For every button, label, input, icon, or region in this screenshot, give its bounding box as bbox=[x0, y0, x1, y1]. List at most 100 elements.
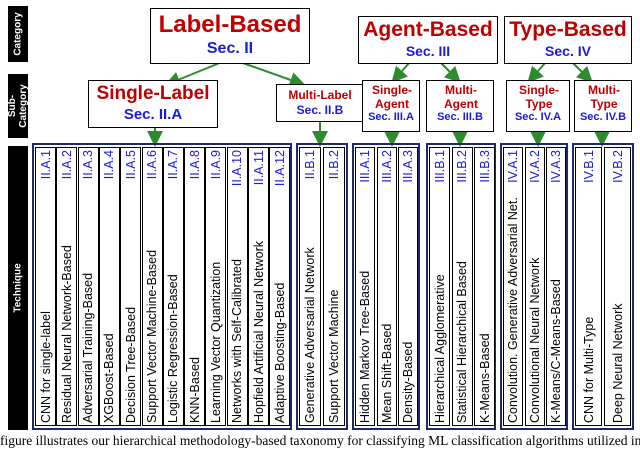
technique-label: Mean Shift-Based bbox=[379, 323, 394, 423]
technique-code: II.A.11 bbox=[251, 150, 266, 186]
technique-label: Convolution. Generative Adversarial Net. bbox=[506, 197, 520, 423]
category-agent-based: Agent-Based Sec. III bbox=[358, 16, 498, 64]
technique-label: Deep Neural Network bbox=[610, 303, 625, 424]
group-multi-type bbox=[572, 143, 634, 430]
subcategory-single-label: Single-Label Sec. II.A bbox=[88, 80, 218, 128]
group-single-type bbox=[500, 143, 568, 430]
technique-label: Hidden Markov Tree-Based bbox=[358, 270, 372, 423]
subcategory-side-label: Sub-Category bbox=[7, 74, 29, 138]
technique-label: Adaptive Boosting-Based bbox=[272, 282, 287, 423]
subcategory-single-agent: Single-Agent Sec. III.A bbox=[362, 80, 420, 132]
technique-code: II.A.5 bbox=[123, 150, 138, 180]
technique-label: XGBoost-Based bbox=[102, 333, 117, 423]
category-side-label: Category bbox=[8, 6, 28, 62]
technique-label: Support Vector Machine-Based bbox=[145, 249, 159, 423]
technique-label: Support Vector Machine bbox=[327, 289, 341, 423]
technique-label: Logistic Regression-Based bbox=[166, 274, 181, 423]
technique-label: K-Means/C-Means-Based bbox=[549, 279, 563, 423]
technique-code: III.A.3 bbox=[401, 150, 415, 183]
technique-code: III.A.1 bbox=[358, 150, 372, 183]
technique-label: CNN for single-label bbox=[38, 311, 53, 423]
technique-code: II.A.12 bbox=[272, 150, 287, 187]
technique-code: III.A.2 bbox=[379, 150, 394, 183]
technique-label: Generative Adversarial Network bbox=[303, 247, 317, 423]
technique-code: II.A.2 bbox=[59, 150, 74, 180]
group-single-agent bbox=[352, 143, 420, 430]
subcategory-multi-agent: Multi-Agent Sec. III.B bbox=[426, 80, 494, 132]
group-multi-label bbox=[296, 143, 348, 430]
technique-code: II.A.3 bbox=[81, 150, 96, 180]
technique-code: II.B.2 bbox=[327, 150, 341, 180]
technique-label: Density-Based bbox=[401, 341, 415, 423]
technique-code: III.B.1 bbox=[432, 150, 447, 183]
technique-label: Decision Tree-Based bbox=[123, 306, 138, 423]
technique-label: Hierarchical Agglomerative bbox=[432, 274, 447, 423]
category-section: Sec. III bbox=[405, 43, 451, 59]
technique-code: II.A.10 bbox=[230, 150, 245, 187]
subcategory-single-type: Single-Type Sec. IV.A bbox=[506, 80, 570, 132]
figure-caption: figure illustrates our hierarchical meth… bbox=[0, 433, 640, 448]
category-title: Label-Based bbox=[158, 11, 302, 38]
group-single-label bbox=[32, 143, 292, 430]
technique-label: KNN-Based bbox=[187, 357, 202, 423]
technique-label: K-Means-Based bbox=[477, 333, 492, 423]
technique-label: CNN for Multi-Type bbox=[581, 316, 596, 423]
technique-code: II.A.9 bbox=[208, 150, 223, 180]
category-type-based: Type-Based Sec. IV bbox=[504, 16, 632, 64]
technique-label: Statistical Hierarchical Based bbox=[455, 261, 469, 423]
technique-code: II.A.6 bbox=[145, 150, 159, 180]
technique-code: IV.A.1 bbox=[506, 150, 520, 183]
subcategory-multi-label: Multi-Label Sec. II.B bbox=[276, 84, 364, 122]
technique-code: IV.A.3 bbox=[549, 150, 563, 183]
technique-code: IV.B.1 bbox=[581, 150, 596, 183]
category-section: Sec. II bbox=[206, 40, 254, 57]
group-multi-agent bbox=[426, 143, 496, 430]
technique-code: IV.A.2 bbox=[527, 150, 542, 183]
category-label-based: Label-Based Sec. II bbox=[150, 8, 310, 64]
technique-side-label: Technique bbox=[8, 146, 28, 430]
technique-label: Hopfield Artificial Neural Network bbox=[251, 240, 266, 423]
technique-code: II.B.1 bbox=[303, 150, 317, 180]
technique-label: Adversarial Training-Based bbox=[81, 272, 96, 423]
technique-label: Networks with Self-Calibrated bbox=[230, 259, 245, 423]
category-section: Sec. IV bbox=[545, 43, 591, 59]
technique-code: III.B.3 bbox=[477, 150, 492, 183]
subcategory-multi-type: Multi-Type Sec. IV.B bbox=[574, 80, 632, 132]
technique-code: IV.B.2 bbox=[610, 150, 625, 183]
technique-code: II.A.8 bbox=[187, 150, 202, 180]
category-title: Type-Based bbox=[509, 18, 627, 41]
technique-code: II.A.1 bbox=[38, 150, 53, 180]
technique-label: Residual Neural Network-Based bbox=[59, 245, 74, 423]
technique-code: II.A.7 bbox=[166, 150, 181, 180]
technique-code: II.A.4 bbox=[102, 150, 117, 180]
technique-code: III.B.2 bbox=[455, 150, 469, 183]
technique-label: Convolutional Neural Network bbox=[527, 257, 542, 423]
category-title: Agent-Based bbox=[363, 18, 493, 41]
technique-label: Learning Vector Quantization bbox=[208, 261, 223, 423]
